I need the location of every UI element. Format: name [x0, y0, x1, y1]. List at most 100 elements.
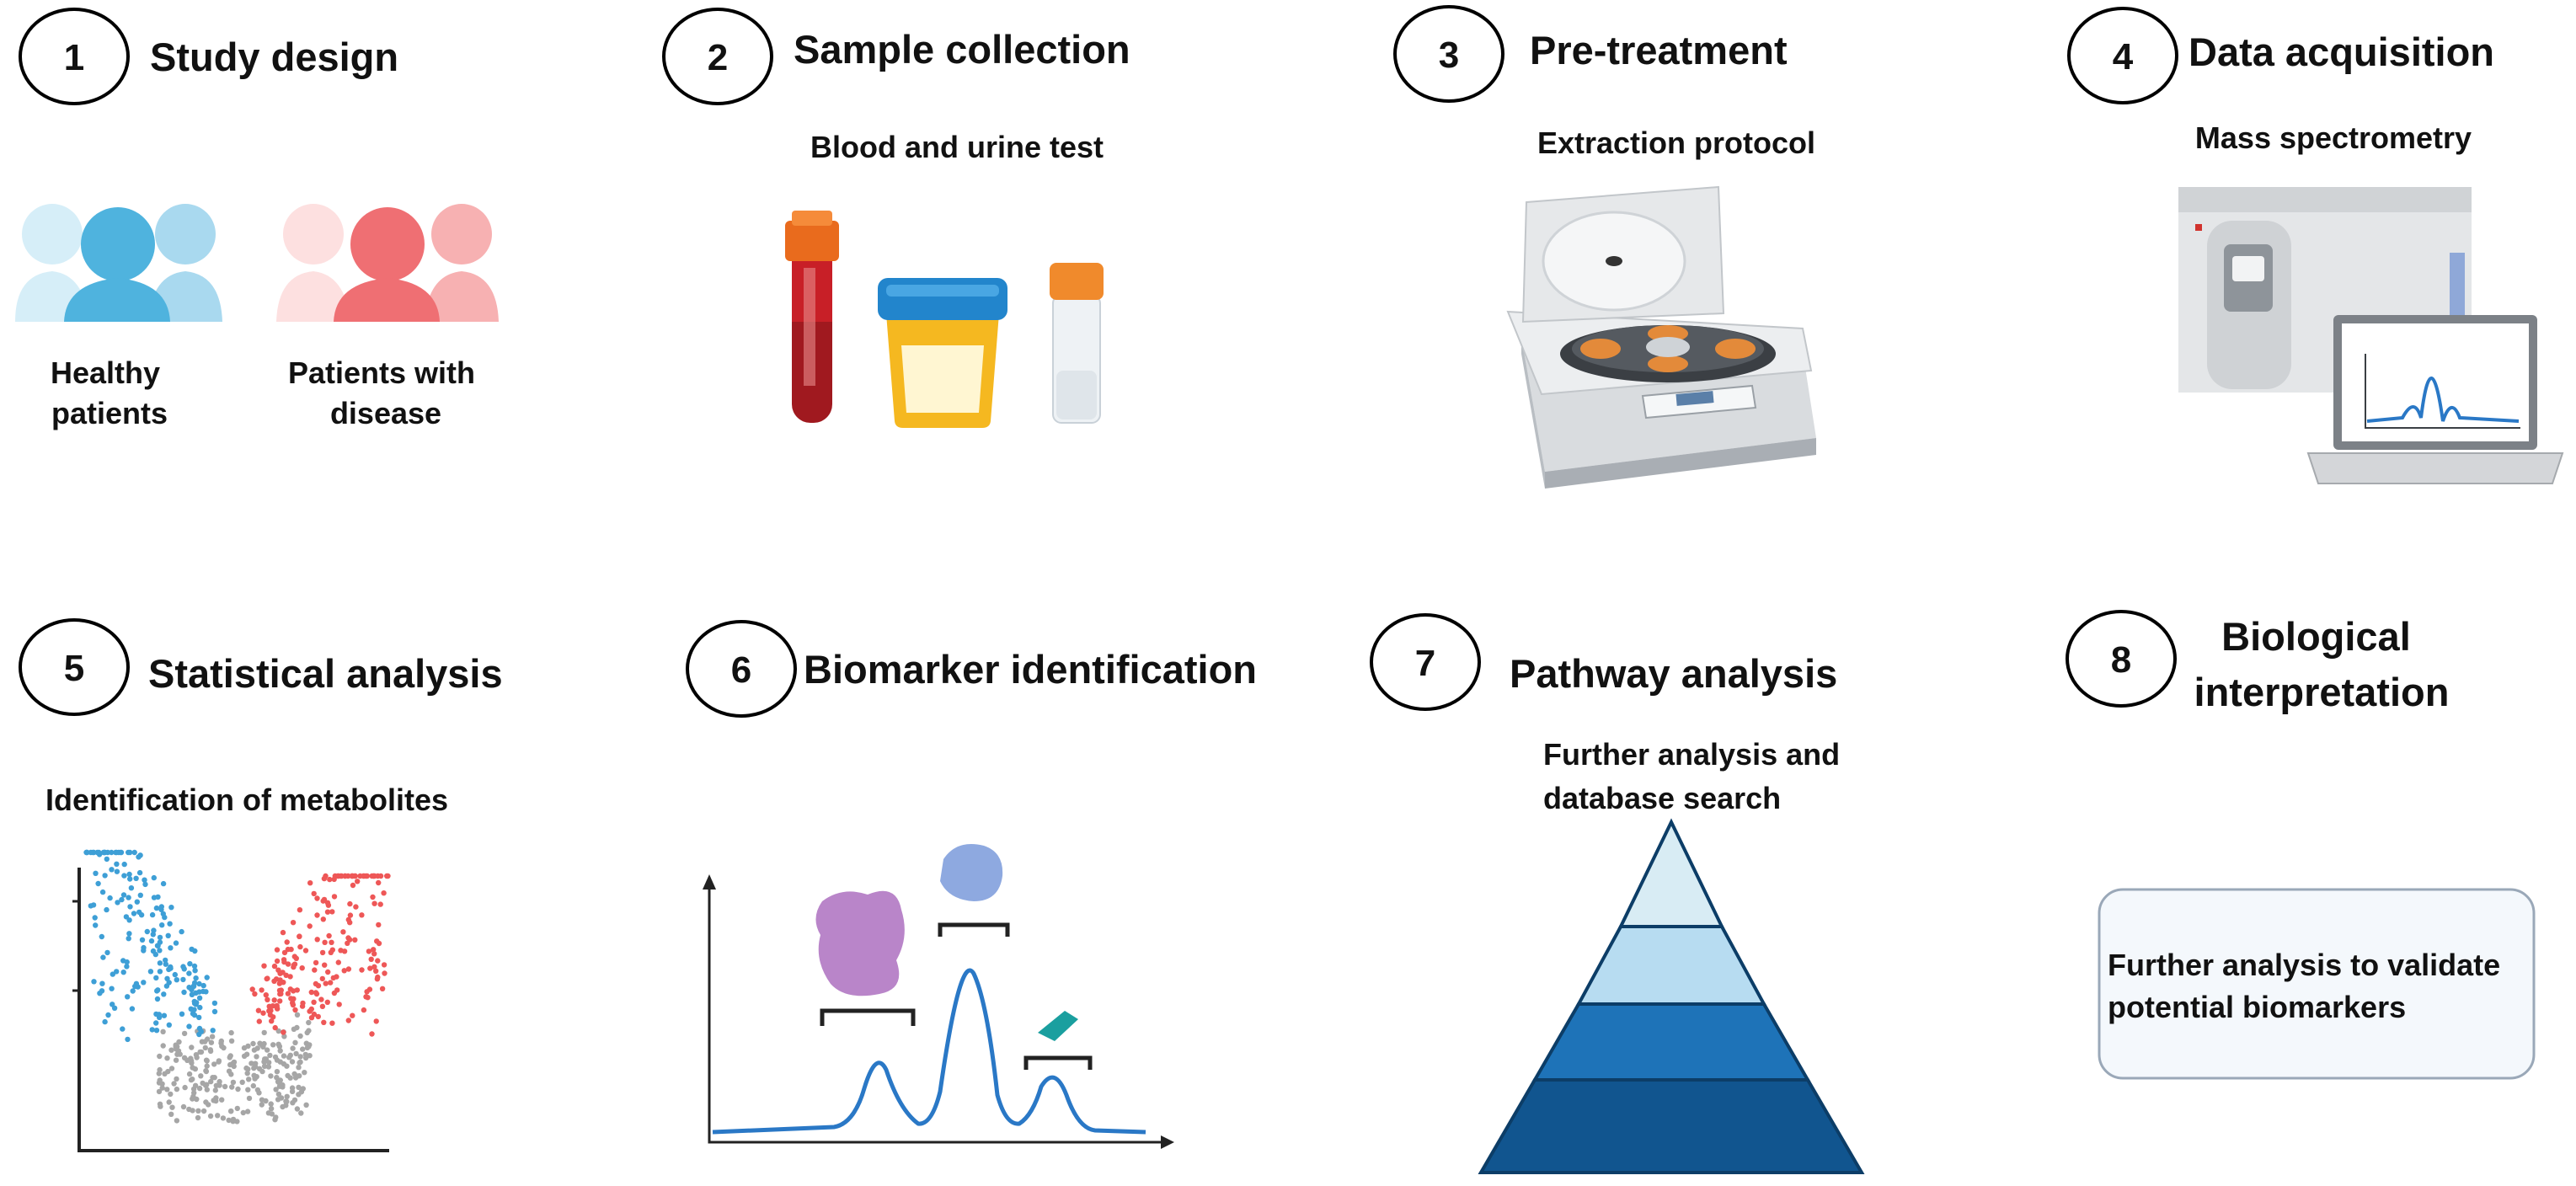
volcano-point-blue-92 [149, 1027, 155, 1033]
validation-box [2098, 888, 2536, 1080]
step-8-number-circle [2066, 610, 2177, 708]
volcano-point-blue-103 [149, 911, 156, 918]
volcano-point-blue-35 [104, 906, 110, 913]
volcano-point-blue-44 [133, 875, 139, 882]
volcano-point-blue-117 [196, 1031, 202, 1038]
volcano-point-gray-253 [244, 1071, 250, 1076]
volcano-point-blue-97 [120, 970, 126, 975]
volcano-point-red-159 [350, 1012, 355, 1018]
volcano-point-gray-65 [230, 1079, 237, 1086]
volcano-point-red-178 [361, 873, 366, 879]
volcano-point-gray-25 [239, 1079, 245, 1086]
volcano-point-blue-122 [153, 1028, 160, 1034]
volcano-point-gray-173 [203, 1068, 209, 1074]
volcano-point-gray-34 [168, 1047, 174, 1053]
volcano-point-red-48 [330, 975, 336, 981]
volcano-point-blue-3 [130, 988, 136, 994]
volcano-point-red-114 [287, 986, 293, 992]
volcano-point-blue-81 [151, 874, 157, 881]
volcano-point-blue-29 [160, 880, 167, 887]
volcano-point-blue-140 [127, 849, 133, 856]
volcano-point-red-5 [326, 932, 332, 939]
volcano-point-blue-105 [142, 877, 147, 883]
volcano-point-red-128 [359, 967, 365, 973]
volcano-point-blue-87 [129, 1006, 136, 1012]
volcano-point-gray-140 [270, 1042, 276, 1048]
volcano-point-blue-119 [191, 1012, 198, 1018]
volcano-point-blue-109 [153, 975, 159, 981]
volcano-point-blue-102 [115, 900, 120, 906]
volcano-point-gray-197 [228, 1029, 234, 1036]
volcano-point-gray-234 [230, 1119, 236, 1125]
volcano-point-red-39 [302, 948, 309, 954]
step-6-number: 6 [731, 649, 751, 691]
volcano-point-gray-235 [190, 1093, 196, 1100]
volcano-point-blue-20 [100, 954, 106, 960]
volcano-point-blue-159 [156, 1014, 163, 1021]
volcano-point-gray-22 [219, 1097, 225, 1103]
step-6: 6 Biomarker identification [686, 620, 1257, 1149]
volcano-point-gray-52 [207, 1113, 214, 1119]
volcano-point-gray-168 [166, 1099, 172, 1105]
volcano-point-red-67 [329, 939, 334, 946]
volcano-point-gray-238 [216, 1059, 222, 1065]
volcano-point-gray-213 [211, 1098, 216, 1103]
volcano-point-red-140 [313, 990, 319, 996]
volcano-point-gray-216 [297, 1033, 303, 1039]
volcano-point-blue-142 [99, 889, 106, 895]
volcano-point-red-54 [321, 1019, 327, 1026]
volcano-point-blue-164 [193, 975, 199, 981]
volcano-point-gray-248 [164, 1055, 170, 1061]
volcano-point-gray-215 [284, 1093, 290, 1100]
volcano-plot-icon [72, 849, 391, 1152]
volcano-point-red-119 [283, 972, 289, 979]
volcano-point-gray-243 [196, 1085, 203, 1092]
volcano-point-blue-7 [153, 905, 160, 911]
volcano-point-gray-36 [202, 1044, 208, 1051]
volcano-point-blue-57 [114, 868, 120, 874]
volcano-point-blue-136 [127, 904, 133, 910]
volcano-point-gray-187 [208, 1039, 215, 1045]
step-3-title: Pre-treatment [1530, 28, 1788, 72]
volcano-point-red-12 [314, 895, 320, 901]
volcano-point-red-47 [327, 876, 333, 883]
volcano-point-blue-43 [181, 966, 187, 972]
volcano-point-red-88 [319, 949, 326, 956]
volcano-point-red-158 [277, 977, 283, 983]
volcano-point-red-92 [376, 879, 382, 886]
volcano-point-gray-180 [275, 1097, 281, 1103]
volcano-point-gray-177 [241, 1044, 248, 1051]
volcano-point-blue-160 [90, 902, 97, 908]
volcano-point-red-195 [284, 939, 290, 945]
volcano-point-gray-104 [285, 1072, 291, 1079]
volcano-point-gray-254 [265, 1110, 272, 1116]
volcano-point-blue-107 [186, 970, 192, 976]
volcano-point-red-55 [325, 969, 331, 975]
volcano-point-red-35 [345, 966, 352, 972]
volcano-point-blue-175 [154, 943, 161, 948]
volcano-point-blue-154 [158, 904, 164, 910]
volcano-point-red-192 [285, 991, 291, 996]
volcano-point-gray-117 [164, 1087, 170, 1093]
volcano-point-blue-169 [136, 909, 142, 916]
volcano-point-gray-79 [268, 1105, 275, 1112]
step-2: 2 Sample collection Blood and urine test [662, 8, 1130, 428]
healthy-people-icon [15, 204, 222, 322]
volcano-point-gray-62 [265, 1064, 272, 1070]
volcano-point-blue-177 [114, 849, 120, 856]
volcano-point-red-137 [308, 1015, 315, 1021]
volcano-point-gray-230 [294, 1024, 300, 1031]
volcano-point-gray-252 [226, 1068, 232, 1074]
volcano-point-blue-17 [104, 949, 110, 956]
volcano-point-blue-139 [125, 994, 131, 1000]
volcano-point-red-139 [331, 990, 338, 996]
volcano-point-gray-211 [243, 1065, 249, 1071]
volcano-point-blue-80 [147, 969, 154, 975]
volcano-point-red-56 [297, 933, 302, 940]
volcano-point-gray-16 [244, 1109, 251, 1114]
volcano-point-gray-170 [219, 1043, 225, 1050]
volcano-point-blue-147 [157, 934, 163, 941]
volcano-point-gray-171 [274, 1075, 280, 1081]
volcano-point-red-61 [313, 959, 319, 966]
volcano-point-gray-44 [259, 1102, 265, 1108]
